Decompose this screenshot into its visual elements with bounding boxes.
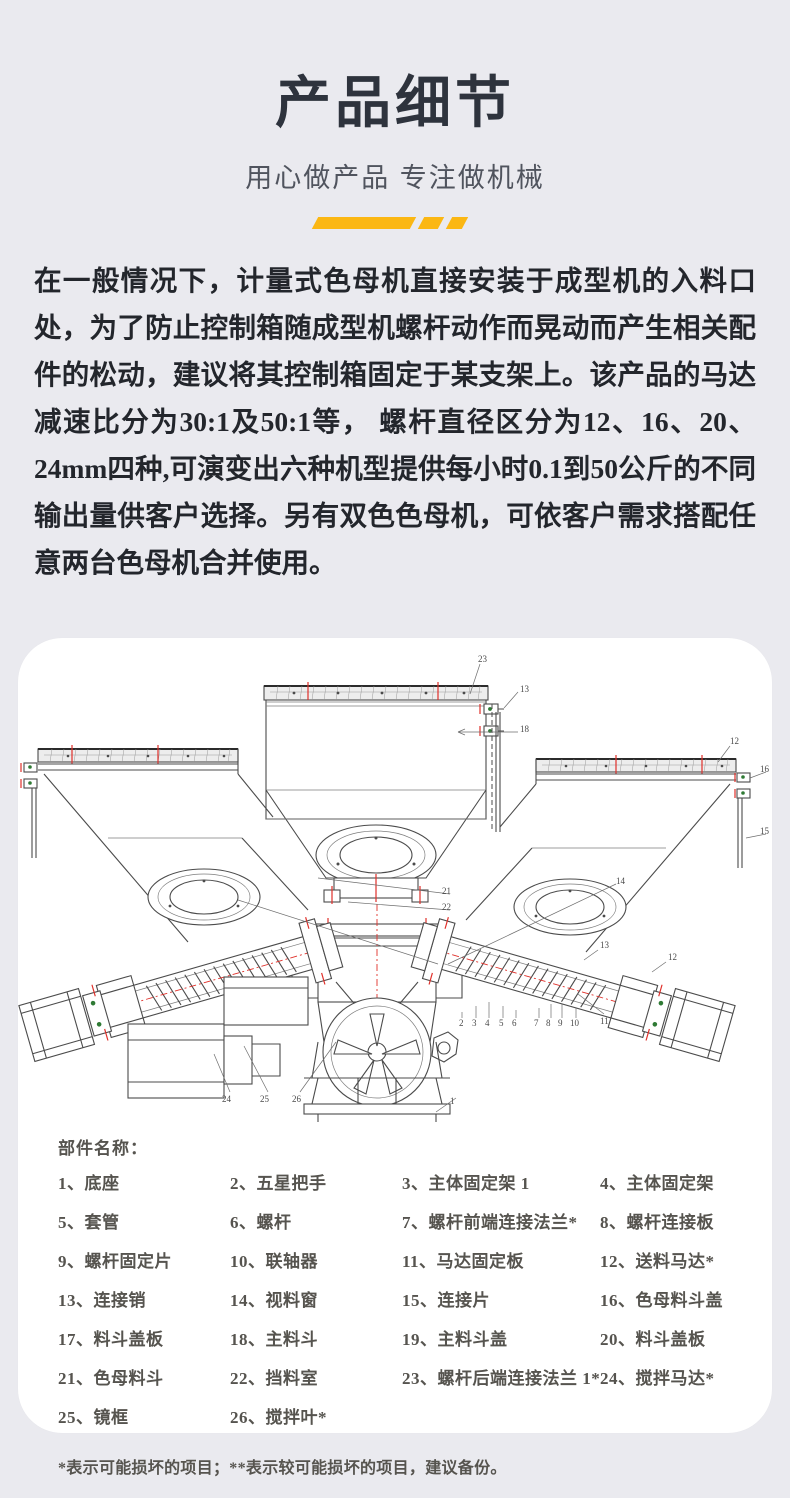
page-title: 产品细节 (275, 71, 515, 134)
svg-text:12: 12 (668, 952, 677, 962)
svg-text:26: 26 (292, 1094, 302, 1104)
part-item: 18、主料斗 (230, 1330, 318, 1349)
svg-text:3: 3 (472, 1018, 477, 1028)
exploded-assembly-diagram: .ln{fill:none;stroke:#4b4b4b;stroke-widt… (18, 642, 772, 1122)
left-flange-ring (147, 868, 261, 926)
part-item: 8、螺杆连接板 (600, 1213, 714, 1232)
part-item: 10、联轴器 (230, 1252, 318, 1271)
svg-text:15: 15 (760, 826, 770, 836)
page-header: 产品细节 用心做产品 专注做机械 (0, 0, 790, 233)
part-item: 3、主体固定架 1 (402, 1174, 530, 1193)
svg-text:11: 11 (600, 1016, 609, 1026)
svg-text:7: 7 (534, 1018, 539, 1028)
svg-text:16: 16 (760, 764, 770, 774)
parts-list-footnote: *表示可能损坏的项目；**表示较可能损坏的项目，建议备份。 (58, 1460, 507, 1477)
svg-text:4: 4 (485, 1018, 490, 1028)
part-item: 11、马达固定板 (402, 1252, 525, 1271)
part-item: 16、色母料斗盖 (600, 1291, 723, 1310)
part-item: 20、料斗盖板 (600, 1330, 706, 1349)
svg-text:13: 13 (600, 940, 610, 950)
svg-text:25: 25 (260, 1094, 270, 1104)
right-color-hopper (465, 755, 751, 953)
svg-text:2: 2 (459, 1018, 464, 1028)
part-item: 7、螺杆前端连接法兰* (402, 1213, 578, 1232)
main-hopper (263, 682, 504, 904)
part-item: 25、镜框 (58, 1408, 129, 1427)
page-subtitle: 用心做产品 专注做机械 (245, 163, 545, 193)
left-screw-assembly (18, 917, 344, 1063)
part-item: 2、五星把手 (230, 1174, 327, 1193)
svg-text:5: 5 (499, 1018, 504, 1028)
svg-text:8: 8 (546, 1018, 551, 1028)
svg-text:22: 22 (442, 902, 451, 912)
decorative-divider (311, 217, 475, 233)
part-item: 24、搅拌马达* (600, 1369, 715, 1388)
svg-text:18: 18 (520, 724, 530, 734)
part-item: 26、搅拌叶* (230, 1408, 327, 1427)
divider-dash-short (445, 217, 469, 229)
part-item: 23、螺杆后端连接法兰 1* (402, 1369, 601, 1388)
callout-leader-lines (213, 663, 767, 1113)
right-flange-ring (513, 878, 627, 936)
svg-text:24: 24 (222, 1094, 232, 1104)
part-item: 1、底座 (58, 1174, 120, 1193)
left-color-hopper (20, 745, 309, 943)
part-item: 4、主体固定架 (600, 1174, 714, 1193)
hopper-right-bolts (479, 703, 504, 737)
svg-text:13: 13 (520, 684, 530, 694)
intro-paragraph: 在一般情况下，计量式色母机直接安装于成型机的入料口处，为了防止控制箱随成型机螺杆… (34, 265, 756, 578)
part-item: 17、料斗盖板 (58, 1330, 164, 1349)
part-item: 14、视料窗 (230, 1291, 318, 1310)
svg-text:1: 1 (450, 1096, 455, 1106)
part-item: 13、连接销 (58, 1291, 146, 1310)
divider-dash-medium (417, 217, 445, 229)
part-item: 6、螺杆 (230, 1213, 292, 1232)
base-frame (303, 1077, 451, 1122)
part-item: 21、色母料斗 (58, 1369, 164, 1388)
parts-list-heading: 部件名称： (58, 1139, 148, 1158)
svg-text:23: 23 (478, 654, 488, 664)
part-item: 15、连接片 (402, 1291, 490, 1310)
svg-text:12: 12 (730, 736, 739, 746)
svg-text:10: 10 (570, 1018, 580, 1028)
part-item: 5、套管 (58, 1213, 120, 1232)
mixing-chamber (304, 997, 459, 1107)
svg-text:21: 21 (442, 886, 451, 896)
agitator-motor (127, 976, 309, 1099)
svg-text:14: 14 (616, 876, 626, 886)
parts-list-grid: 1、底座 2、五星把手 3、主体固定架 1 4、主体固定架 5、套管 6、螺杆 … (58, 1169, 748, 1428)
part-item: 9、螺杆固定片 (58, 1252, 172, 1271)
divider-dash-long (311, 217, 417, 229)
part-item: 19、主料斗盖 (402, 1330, 508, 1349)
right-screw-assembly (410, 917, 736, 1063)
part-item: 12、送料马达* (600, 1252, 715, 1271)
diagram-card: .ln{fill:none;stroke:#4b4b4b;stroke-widt… (18, 638, 772, 1477)
svg-text:6: 6 (512, 1018, 517, 1028)
part-item: 22、挡料室 (230, 1369, 318, 1388)
parts-list: 部件名称： 1、底座 2、五星把手 3、主体固定架 1 4、主体固定架 5、套管… (58, 1134, 748, 1478)
svg-text:9: 9 (558, 1018, 563, 1028)
callout-numbers: 23 13 18 12 16 15 21 22 14 13 12 2 3 4 5… (222, 654, 770, 1106)
